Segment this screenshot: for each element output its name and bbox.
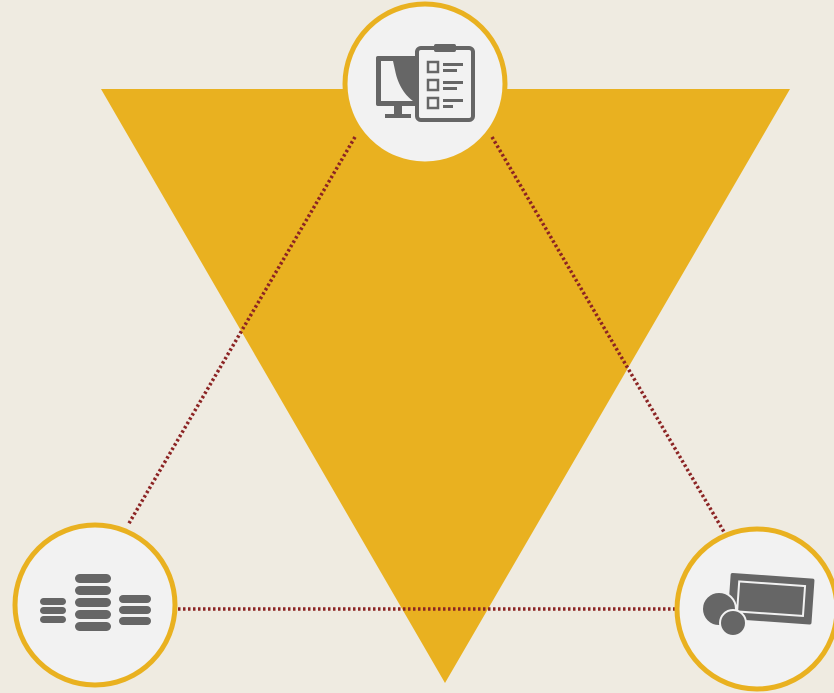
money-bill-coins-icon xyxy=(701,572,815,637)
coin-stacks-icon xyxy=(40,574,151,631)
node-bottom-right xyxy=(674,526,834,692)
connector-lines xyxy=(126,136,729,611)
node-bottom-left xyxy=(12,522,178,688)
node-top xyxy=(342,1,508,167)
inverted-triangle xyxy=(101,89,790,683)
connector-top-to-right xyxy=(490,136,729,538)
monitor-clipboard-icon xyxy=(376,44,475,122)
